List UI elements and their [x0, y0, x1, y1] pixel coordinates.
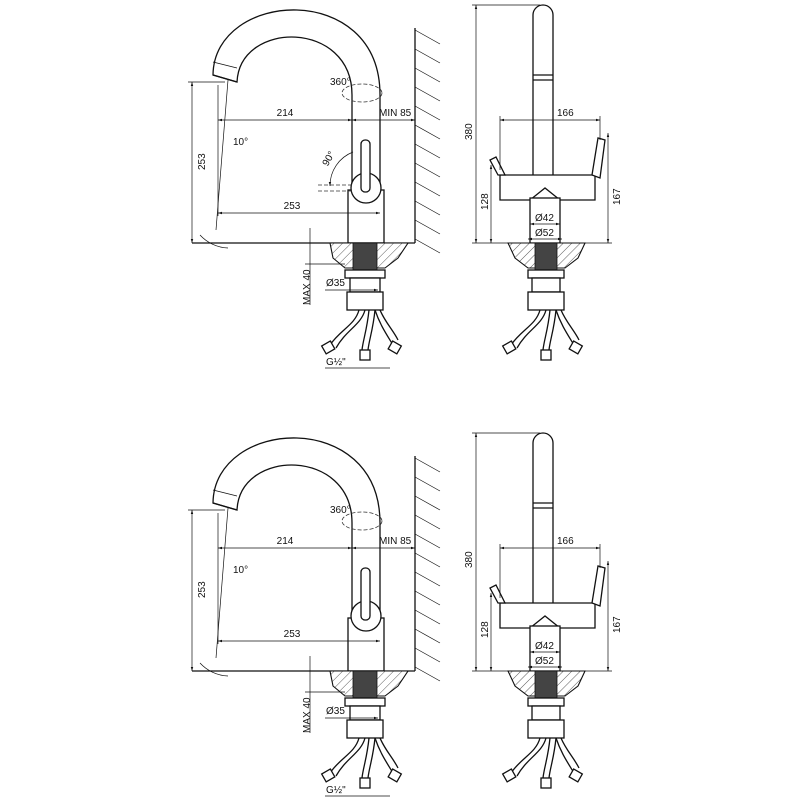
wall-min-label: MIN 85 [379, 108, 412, 119]
front-view: 380 166 128 167 Ø42 Ø52 [464, 4, 623, 361]
front-lever-left [489, 584, 507, 604]
lever-angle-label: 90° [321, 150, 338, 169]
outlet-height-label: 253 [197, 153, 208, 170]
hose-nut-center [359, 777, 371, 789]
front-body [499, 602, 596, 629]
supply-hoses [501, 309, 584, 361]
hose-nut-right [568, 768, 584, 783]
front-spout [532, 4, 554, 186]
side-view: 90° [188, 9, 441, 369]
panel-2: 214 MIN 85 360° 10° 253 253 MAX 40 Ø35 G… [188, 432, 623, 797]
body-height-label: 128 [480, 621, 491, 638]
hose-nut-right [387, 340, 403, 355]
front-lever-left [489, 156, 507, 176]
reach-to-axis-label: 253 [284, 629, 301, 640]
hose-nut-center [540, 349, 552, 361]
front-lever-right [591, 565, 606, 607]
inner-diameter-label: Ø42 [535, 213, 554, 224]
hose-thread-label: G½" [326, 357, 346, 368]
front-body [499, 174, 596, 201]
swivel-label: 360° [330, 505, 351, 516]
mounting-nut [346, 719, 384, 739]
spout-angle-label: 10° [233, 137, 248, 148]
reach-label: 214 [277, 536, 294, 547]
counter-max-label: MAX 40 [302, 269, 313, 305]
hose-nut-left [501, 768, 517, 783]
lever-height-label: 167 [612, 616, 623, 633]
hose-nut-left [320, 340, 336, 355]
shank-diameter-label: Ø35 [326, 706, 345, 717]
hose-nut-left [501, 340, 517, 355]
body-height-label: 128 [480, 193, 491, 210]
hose-nut-center [540, 777, 552, 789]
shank-diameter-label: Ø35 [326, 278, 345, 289]
front-spout [532, 432, 554, 614]
lever [360, 139, 371, 193]
supply-hoses [501, 737, 584, 789]
front-lever-right [591, 137, 606, 179]
spout-angle-label: 10° [233, 565, 248, 576]
lever-span-label: 166 [557, 536, 574, 547]
wall-min-label: MIN 85 [379, 536, 412, 547]
total-height-label: 380 [464, 123, 475, 140]
hose-nut-right [387, 768, 403, 783]
hose-nut-right [568, 340, 584, 355]
spout [212, 437, 381, 619]
outer-diameter-label: Ø52 [535, 228, 554, 239]
panel-1: 90° [188, 4, 623, 369]
outer-diameter-label: Ø52 [535, 656, 554, 667]
front-view: 380 166 128 167 Ø42 Ø52 [464, 432, 623, 789]
total-height-label: 380 [464, 551, 475, 568]
outlet-height-label: 253 [197, 581, 208, 598]
side-view: 214 MIN 85 360° 10° 253 253 MAX 40 Ø35 G… [188, 437, 441, 797]
lever-height-label: 167 [612, 188, 623, 205]
counter-max-label: MAX 40 [302, 697, 313, 733]
swivel-indicator [341, 511, 383, 531]
swivel-label: 360° [330, 77, 351, 88]
inner-diameter-label: Ø42 [535, 641, 554, 652]
supply-hoses [320, 309, 403, 361]
hose-nut-left [320, 768, 336, 783]
spout [212, 9, 381, 191]
supply-hoses [320, 737, 403, 789]
hose-nut-center [359, 349, 371, 361]
reach-label: 214 [277, 108, 294, 119]
mounting-nut [346, 291, 384, 311]
front-column [529, 625, 561, 672]
swivel-indicator [341, 83, 383, 103]
threaded-shank [352, 670, 378, 699]
threaded-shank [352, 242, 378, 271]
lever-span-label: 166 [557, 108, 574, 119]
reach-to-axis-label: 253 [284, 201, 301, 212]
lever [360, 567, 371, 621]
hose-thread-label: G½" [326, 785, 346, 796]
